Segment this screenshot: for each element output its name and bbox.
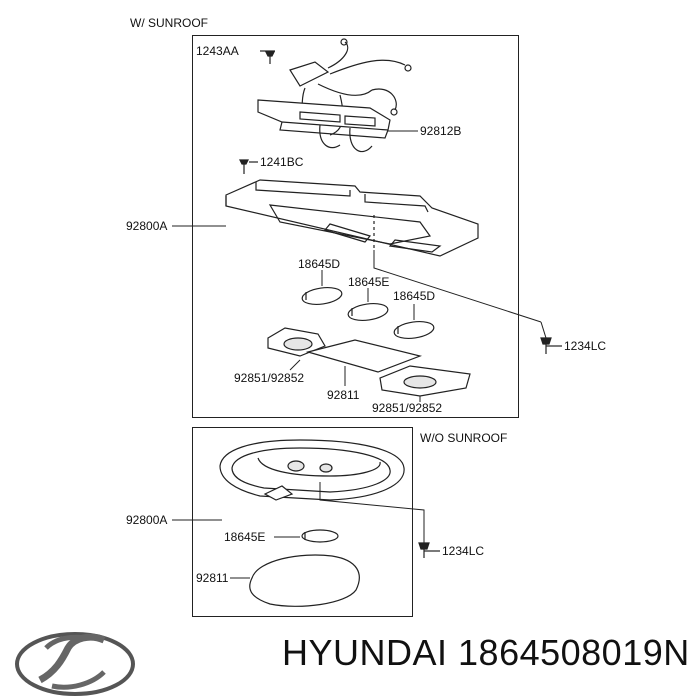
part-label-92800a-top: 92800A	[126, 219, 168, 233]
section-title-with-sunroof: W/ SUNROOF	[130, 16, 208, 30]
part-label-1243aa: 1243AA	[196, 44, 239, 58]
part-label-92851-92852-left: 92851/92852	[234, 371, 305, 385]
part-label-92811-top: 92811	[327, 388, 360, 402]
screw-1234lc-bottom	[418, 542, 440, 558]
part-label-18645e-bottom: 18645E	[224, 530, 266, 544]
leader-lines-bottom	[172, 482, 425, 579]
brand-part-number: HYUNDAI 1864508019N	[282, 632, 690, 673]
console-housing-top	[225, 179, 479, 257]
bulbs-top	[301, 287, 435, 339]
part-label-18645e-top: 18645E	[348, 275, 390, 289]
part-label-18645d-left: 18645D	[298, 257, 341, 271]
console-housing-bottom	[219, 439, 405, 501]
without-sunroof-frame	[192, 427, 413, 617]
lens-bottom	[249, 554, 360, 607]
screw-1234lc-top	[540, 337, 562, 354]
part-label-92800a-bottom: 92800A	[126, 513, 168, 527]
bulb-bottom	[301, 529, 339, 543]
part-label-1241bc: 1241BC	[260, 155, 304, 169]
hyundai-logo-icon	[15, 632, 135, 696]
part-label-1234lc-bottom: 1234LC	[442, 544, 485, 558]
part-label-92851-92852-right: 92851/92852	[372, 401, 443, 415]
screw-1243aa	[260, 50, 275, 64]
leader-lines-top	[172, 130, 547, 402]
part-label-92811-bottom: 92811	[196, 571, 229, 585]
screw-1241bc	[239, 159, 258, 174]
section-title-without-sunroof: W/O SUNROOF	[420, 431, 508, 445]
part-label-18645d-right: 18645D	[393, 289, 436, 303]
sunroof-switch-bracket	[257, 99, 391, 152]
part-label-1234lc-top: 1234LC	[564, 339, 607, 353]
part-label-92812b: 92812B	[420, 124, 462, 138]
lenses-top	[267, 327, 471, 397]
